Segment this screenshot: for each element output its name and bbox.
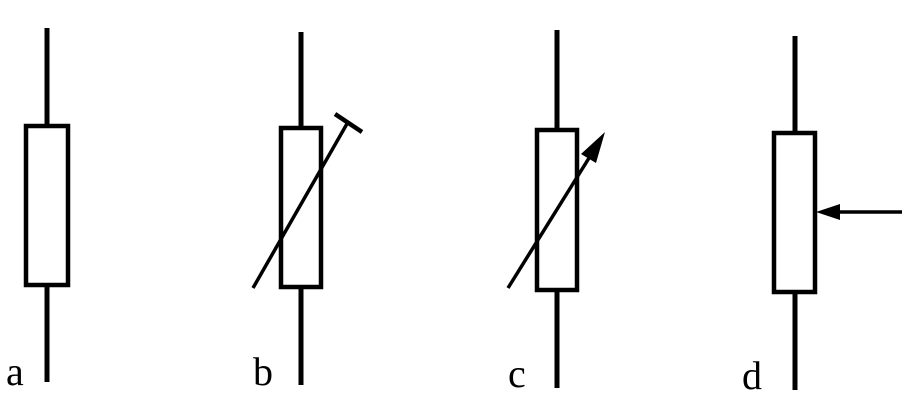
symbol-d-body <box>771 130 818 295</box>
label-b: b <box>253 349 273 394</box>
symbol-b-preset-slash <box>251 121 350 289</box>
symbol-c-arrowhead-icon <box>581 132 605 163</box>
symbol-c-variable-resistor: c <box>506 30 605 396</box>
symbol-a-body <box>23 123 71 288</box>
symbol-c-variable-slash <box>506 149 596 289</box>
label-a: a <box>6 349 24 394</box>
symbol-d-wiper-arrowhead-icon <box>816 204 840 220</box>
label-d: d <box>742 353 762 398</box>
symbol-a-fixed-resistor: a <box>6 28 71 394</box>
symbol-d-potentiometer: d <box>742 36 902 398</box>
symbol-b-preset-t-bar <box>333 112 364 134</box>
label-c: c <box>508 351 526 396</box>
symbol-b-preset-resistor: b <box>251 32 364 394</box>
